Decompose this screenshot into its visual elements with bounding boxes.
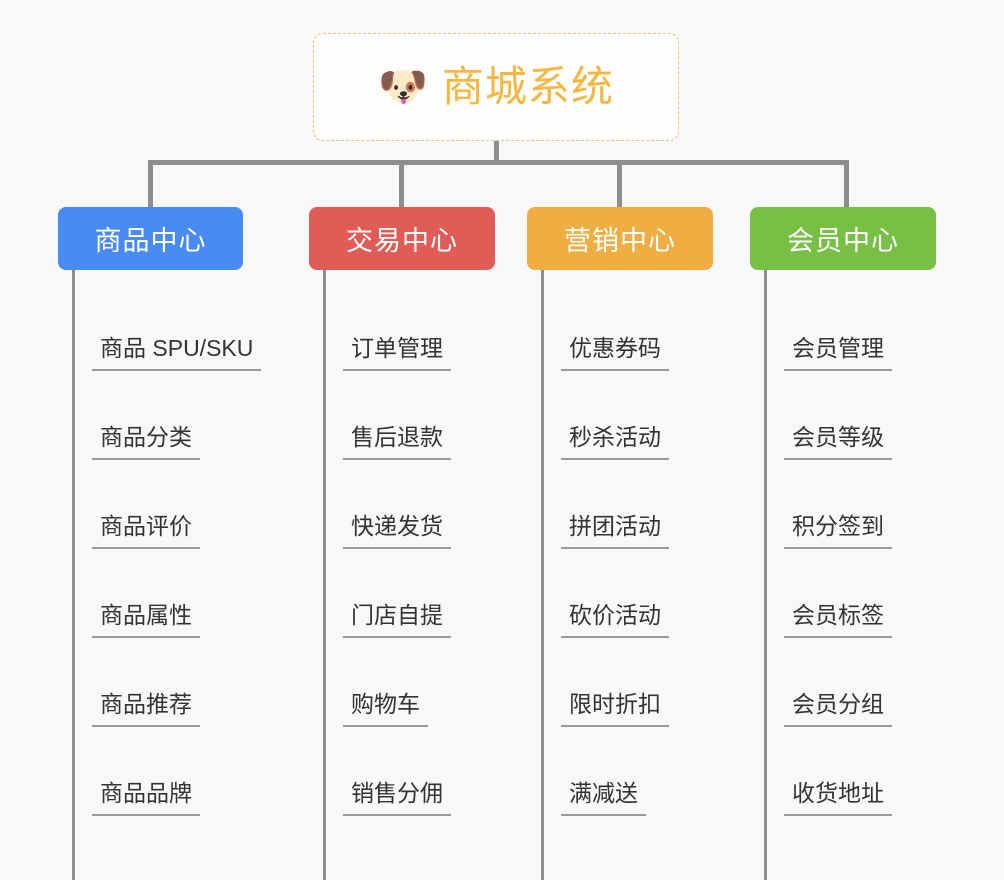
leaf-item[interactable]: 会员管理 — [764, 282, 970, 371]
leaf-item[interactable]: 购物车 — [323, 638, 527, 727]
connector-drop-4 — [844, 160, 849, 207]
connector-horizontal-bus — [148, 160, 849, 165]
leaf-item-label: 销售分佣 — [343, 782, 451, 816]
branch-header-1[interactable]: 商品中心 — [58, 207, 243, 270]
leaf-item-label: 商品品牌 — [92, 782, 200, 816]
root-node-title: 商城系统 — [441, 63, 614, 110]
leaf-list-2: 订单管理 售后退款 快递发货 门店自提 购物车 销售分佣 — [309, 270, 527, 880]
leaf-item-label: 门店自提 — [343, 604, 451, 638]
leaf-item-label: 优惠券码 — [561, 337, 669, 371]
leaf-item-label: 商品 SPU/SKU — [92, 337, 262, 371]
connector-drop-3 — [617, 160, 622, 207]
leaf-item[interactable]: 商品 SPU/SKU — [72, 282, 308, 371]
connector-drop-2 — [399, 160, 404, 207]
leaf-item-label: 秒杀活动 — [561, 426, 669, 460]
leaf-item-label: 限时折扣 — [561, 693, 669, 727]
leaf-item[interactable]: 会员等级 — [764, 371, 970, 460]
leaf-item[interactable]: 商品评价 — [72, 460, 308, 549]
leaf-item[interactable]: 砍价活动 — [541, 549, 750, 638]
root-node[interactable]: 🐶 商城系统 — [313, 33, 679, 141]
leaf-item-label: 砍价活动 — [561, 604, 669, 638]
branch-column-3: 营销中心 优惠券码 秒杀活动 拼团活动 砍价活动 限时折扣 满减送 — [527, 207, 750, 880]
leaf-item-label: 购物车 — [343, 693, 428, 727]
leaf-item[interactable]: 快递发货 — [323, 460, 527, 549]
leaf-item-label: 积分签到 — [784, 515, 892, 549]
leaf-item[interactable]: 满减送 — [541, 727, 750, 816]
leaf-item-label: 商品属性 — [92, 604, 200, 638]
leaf-item-label: 售后退款 — [343, 426, 451, 460]
leaf-item[interactable]: 会员标签 — [764, 549, 970, 638]
leaf-item-label: 商品评价 — [92, 515, 200, 549]
leaf-item[interactable]: 会员分组 — [764, 638, 970, 727]
branch-column-4: 会员中心 会员管理 会员等级 积分签到 会员标签 会员分组 收货地址 — [750, 207, 970, 880]
dog-face-icon: 🐶 — [378, 65, 428, 109]
leaf-item[interactable]: 销售分佣 — [323, 727, 527, 816]
leaf-item[interactable]: 秒杀活动 — [541, 371, 750, 460]
leaf-item-label: 会员分组 — [784, 693, 892, 727]
leaf-item-label: 会员标签 — [784, 604, 892, 638]
branch-header-3[interactable]: 营销中心 — [527, 207, 713, 270]
leaf-item[interactable]: 积分签到 — [764, 460, 970, 549]
connector-root-stem — [494, 141, 499, 162]
leaf-item[interactable]: 订单管理 — [323, 282, 527, 371]
leaf-list-1: 商品 SPU/SKU 商品分类 商品评价 商品属性 商品推荐 商品品牌 — [58, 270, 308, 880]
leaf-item-label: 订单管理 — [343, 337, 451, 371]
leaf-item-label: 快递发货 — [343, 515, 451, 549]
leaf-item-label: 会员等级 — [784, 426, 892, 460]
leaf-item[interactable]: 商品品牌 — [72, 727, 308, 816]
leaf-item[interactable]: 收货地址 — [764, 727, 970, 816]
mindmap-canvas: 🐶 商城系统 商品中心 商品 SPU/SKU 商品分类 商品评价 商品属性 商品… — [58, 33, 970, 880]
leaf-spine-1 — [72, 270, 75, 880]
leaf-item[interactable]: 拼团活动 — [541, 460, 750, 549]
leaf-item[interactable]: 商品属性 — [72, 549, 308, 638]
leaf-spine-2 — [323, 270, 326, 880]
leaf-list-4: 会员管理 会员等级 积分签到 会员标签 会员分组 收货地址 — [750, 270, 970, 880]
leaf-item[interactable]: 限时折扣 — [541, 638, 750, 727]
leaf-spine-3 — [541, 270, 544, 880]
leaf-item-label: 会员管理 — [784, 337, 892, 371]
leaf-item[interactable]: 售后退款 — [323, 371, 527, 460]
branch-column-1: 商品中心 商品 SPU/SKU 商品分类 商品评价 商品属性 商品推荐 商品品牌 — [58, 207, 308, 880]
leaf-item-label: 商品推荐 — [92, 693, 200, 727]
leaf-list-3: 优惠券码 秒杀活动 拼团活动 砍价活动 限时折扣 满减送 — [527, 270, 750, 880]
leaf-item[interactable]: 优惠券码 — [541, 282, 750, 371]
leaf-item-label: 商品分类 — [92, 426, 200, 460]
branch-column-2: 交易中心 订单管理 售后退款 快递发货 门店自提 购物车 销售分佣 — [309, 207, 527, 880]
leaf-item-label: 满减送 — [561, 782, 646, 816]
branch-header-4[interactable]: 会员中心 — [750, 207, 936, 270]
leaf-item-label: 拼团活动 — [561, 515, 669, 549]
leaf-item[interactable]: 商品推荐 — [72, 638, 308, 727]
leaf-item[interactable]: 商品分类 — [72, 371, 308, 460]
leaf-spine-4 — [764, 270, 767, 880]
leaf-item[interactable]: 门店自提 — [323, 549, 527, 638]
leaf-item-label: 收货地址 — [784, 782, 892, 816]
connector-drop-1 — [148, 160, 153, 207]
branch-header-2[interactable]: 交易中心 — [309, 207, 495, 270]
